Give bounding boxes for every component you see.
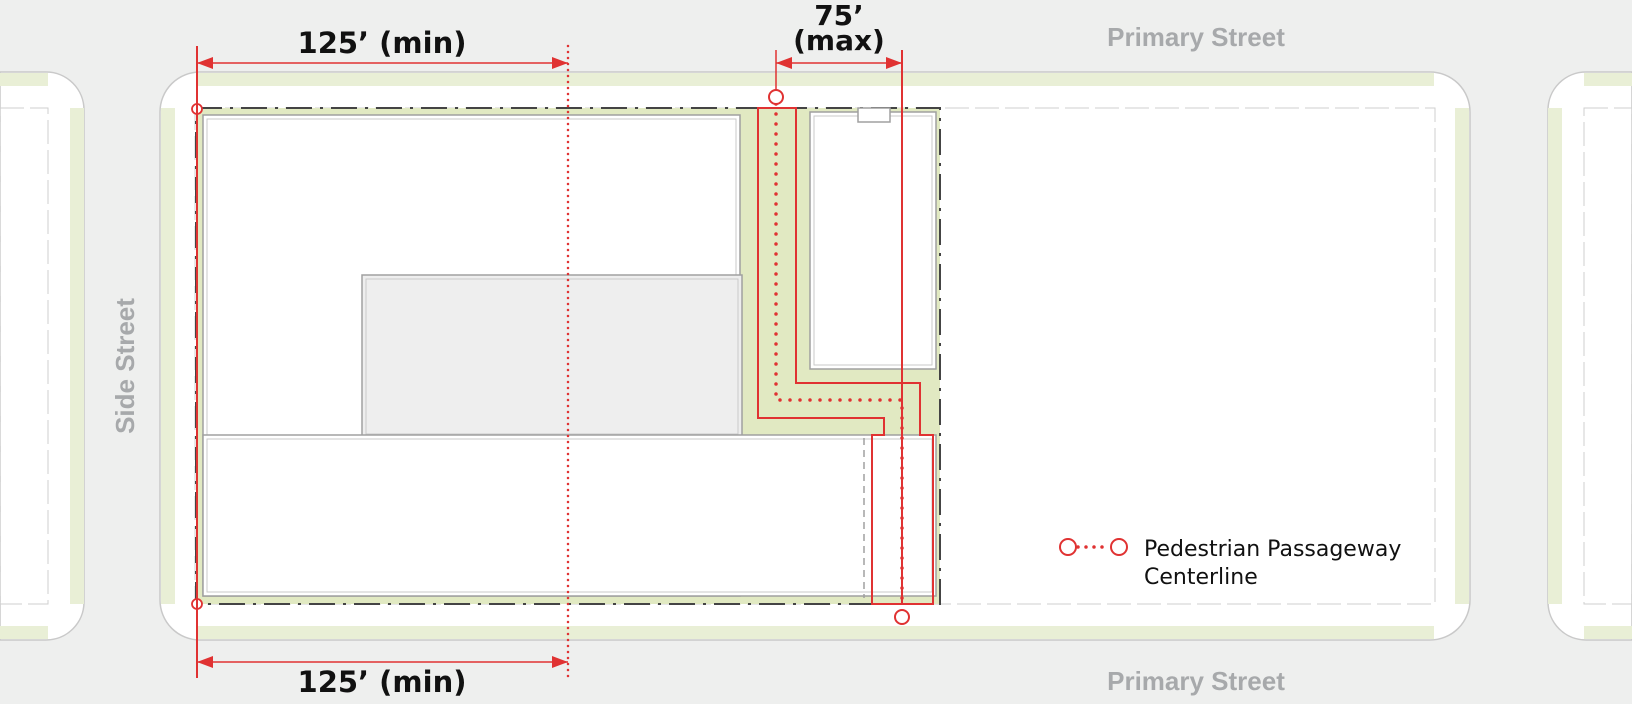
building-c-entry (857, 107, 891, 123)
street-label-primary-top: Primary Street (1107, 22, 1285, 52)
left-neighbor-block (0, 71, 85, 641)
pedestrian-passageway (191, 89, 934, 625)
legend-label-line1: Pedestrian Passageway (1144, 537, 1401, 562)
centerline-endpoint-top (768, 89, 784, 105)
legend-endpoint-icon (1110, 538, 1128, 556)
building-d (202, 434, 937, 597)
sidewalk-top (196, 73, 1434, 86)
development-site (195, 107, 941, 605)
arrowhead (552, 656, 568, 668)
street-label-side: Side Street (110, 298, 140, 434)
arrowhead (197, 656, 213, 668)
sidewalk-right (1455, 108, 1469, 604)
sidewalk-bottom (196, 626, 1434, 639)
street-label-primary-bottom: Primary Street (1107, 666, 1285, 696)
passageway-outline (757, 107, 934, 605)
legend-endpoint-icon (1059, 538, 1077, 556)
dimension-label-max-value: 75’ (814, 0, 864, 32)
sidewalk-left (161, 108, 175, 604)
right-neighbor-block (1547, 71, 1632, 641)
dimension-label-bottom: 125’ (min) (298, 665, 467, 699)
arrowhead (552, 57, 568, 69)
legend: Pedestrian Passageway Centerline (1059, 537, 1401, 590)
building-b (361, 274, 743, 439)
centerline-endpoint-bottom (894, 609, 910, 625)
dimension-label-max: (max) (793, 24, 885, 57)
arrowhead (197, 57, 213, 69)
dimension-lines (196, 44, 903, 680)
building-c (809, 111, 937, 370)
legend-label-line2: Centerline (1144, 565, 1258, 590)
arrowhead (776, 57, 792, 69)
passageway-centerline (774, 102, 904, 606)
dimension-label-top: 125’ (min) (298, 26, 467, 60)
arrowhead (886, 57, 902, 69)
